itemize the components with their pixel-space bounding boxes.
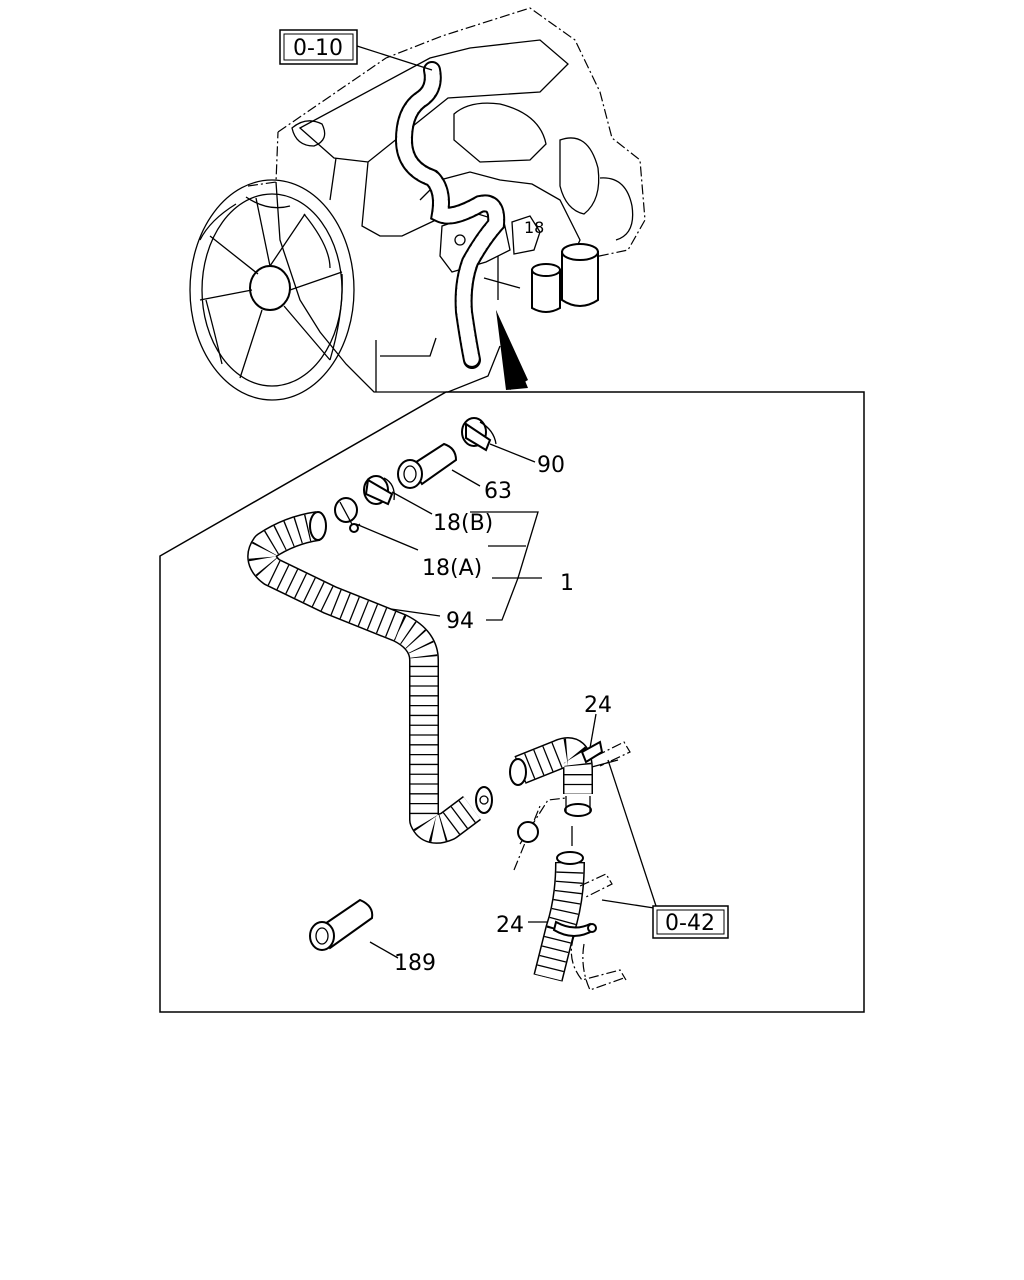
engine-part-marker: 18 — [524, 218, 544, 237]
part-sleeve-189 — [309, 898, 374, 951]
part-clamp-18b — [363, 475, 395, 506]
engine-illustration: 18 — [189, 7, 646, 401]
callout-18a: 18(A) — [422, 556, 482, 581]
part-hose-94 — [247, 511, 493, 844]
callout-18b: 18(B) — [433, 511, 493, 536]
ref-label-top: 0-10 — [293, 36, 343, 61]
callout-94: 94 — [446, 609, 474, 634]
reference-box-top[interactable]: 0-10 — [279, 29, 358, 65]
detail-frame — [159, 391, 865, 1013]
part-pipes — [513, 741, 631, 991]
engine-harness — [394, 61, 506, 369]
callout-90: 90 — [537, 453, 565, 478]
part-clamp-18a — [334, 497, 361, 533]
ref-label-right: 0-42 — [665, 911, 715, 936]
callout-1: 1 — [560, 571, 574, 596]
reference-box-right[interactable]: 0-42 — [652, 905, 729, 939]
callout-189: 189 — [394, 951, 436, 976]
part-hose-right — [509, 737, 604, 982]
callout-24-top: 24 — [584, 693, 612, 718]
callout-63: 63 — [484, 479, 512, 504]
part-clamp-90 — [461, 417, 497, 452]
callout-24-bottom: 24 — [496, 913, 524, 938]
part-sleeve-63 — [397, 442, 458, 489]
